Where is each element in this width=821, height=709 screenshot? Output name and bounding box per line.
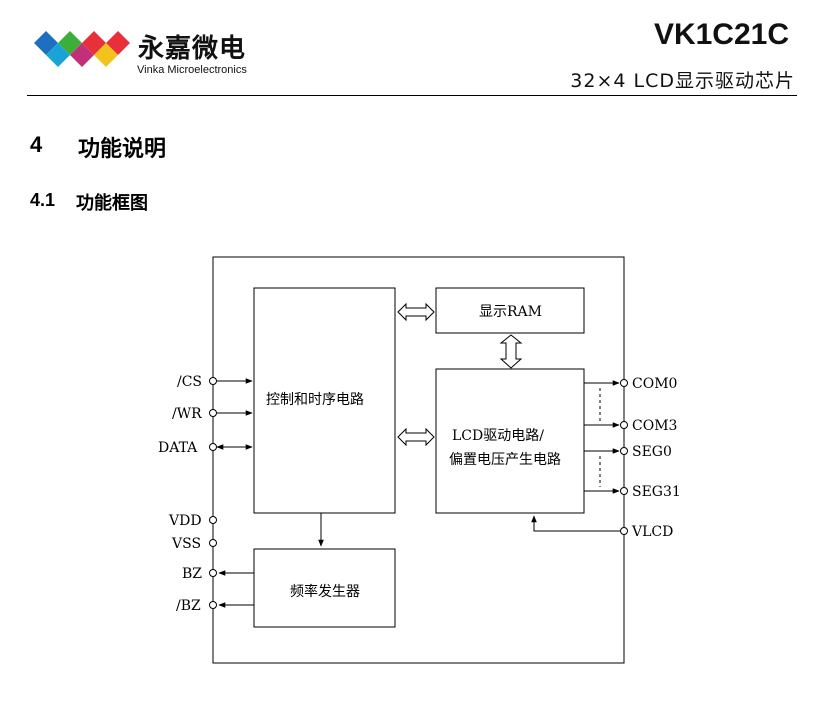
ram-block bbox=[435, 287, 585, 334]
pin-wr-label: /WR bbox=[172, 406, 202, 422]
brand-name-en: Vinka Microelectronics bbox=[137, 64, 247, 76]
vinka-logo bbox=[34, 31, 130, 67]
left-pins: /CS /WR DATA VDD VSS BZ /BZ bbox=[158, 374, 254, 614]
ram-block-label: 显示RAM bbox=[479, 304, 542, 320]
pin-com0-label: COM0 bbox=[632, 376, 677, 392]
subsection-number: 4.1 bbox=[30, 190, 56, 210]
pin-vlcd-label: VLCD bbox=[631, 524, 673, 540]
chip-outline bbox=[212, 256, 625, 664]
logo-diamond-yellow bbox=[94, 43, 118, 67]
doc-title: VK1C21C bbox=[653, 18, 789, 51]
freq-generator-block bbox=[253, 548, 396, 628]
pin-seg31-label: SEG31 bbox=[632, 484, 681, 500]
pin-vdd-label: VDD bbox=[168, 513, 202, 529]
pin-data-label: DATA bbox=[158, 440, 198, 456]
control-block bbox=[253, 287, 396, 514]
header-divider bbox=[27, 95, 797, 96]
ram-lcd-arrow bbox=[499, 334, 523, 369]
control-block-label: 控制和时序电路 bbox=[266, 392, 364, 408]
pin-bz-label: BZ bbox=[182, 566, 202, 582]
section-number: 4 bbox=[30, 132, 43, 157]
right-pins: COM0 COM3 SEG0 SEG31 VLCD bbox=[531, 376, 681, 540]
freq-block-label: 频率发生器 bbox=[290, 583, 360, 600]
pin-com3-label: COM3 bbox=[632, 418, 677, 434]
pin-nbz-label: /BZ bbox=[176, 598, 201, 614]
subsection-title: 功能框图 bbox=[76, 193, 148, 214]
logo-diamond-cyan bbox=[46, 43, 70, 67]
pin-vss-label: VSS bbox=[171, 536, 201, 552]
doc-subtitle: 32×4 LCD显示驱动芯片 bbox=[570, 70, 795, 92]
control-lcd-arrow bbox=[397, 427, 435, 447]
lcd-driver-block bbox=[435, 368, 585, 514]
control-ram-arrow bbox=[397, 302, 435, 322]
lcd-block-label-2: 偏置电压产生电路 bbox=[449, 452, 561, 468]
pin-seg0-label: SEG0 bbox=[632, 444, 672, 460]
pin-cs-label: /CS bbox=[177, 374, 202, 390]
lcd-block-label-1: LCD驱动电路/ bbox=[452, 428, 544, 444]
brand-name-cn: 永嘉微电 bbox=[138, 34, 247, 64]
logo-diamond-magenta bbox=[70, 43, 94, 67]
section-title: 功能说明 bbox=[78, 137, 167, 162]
